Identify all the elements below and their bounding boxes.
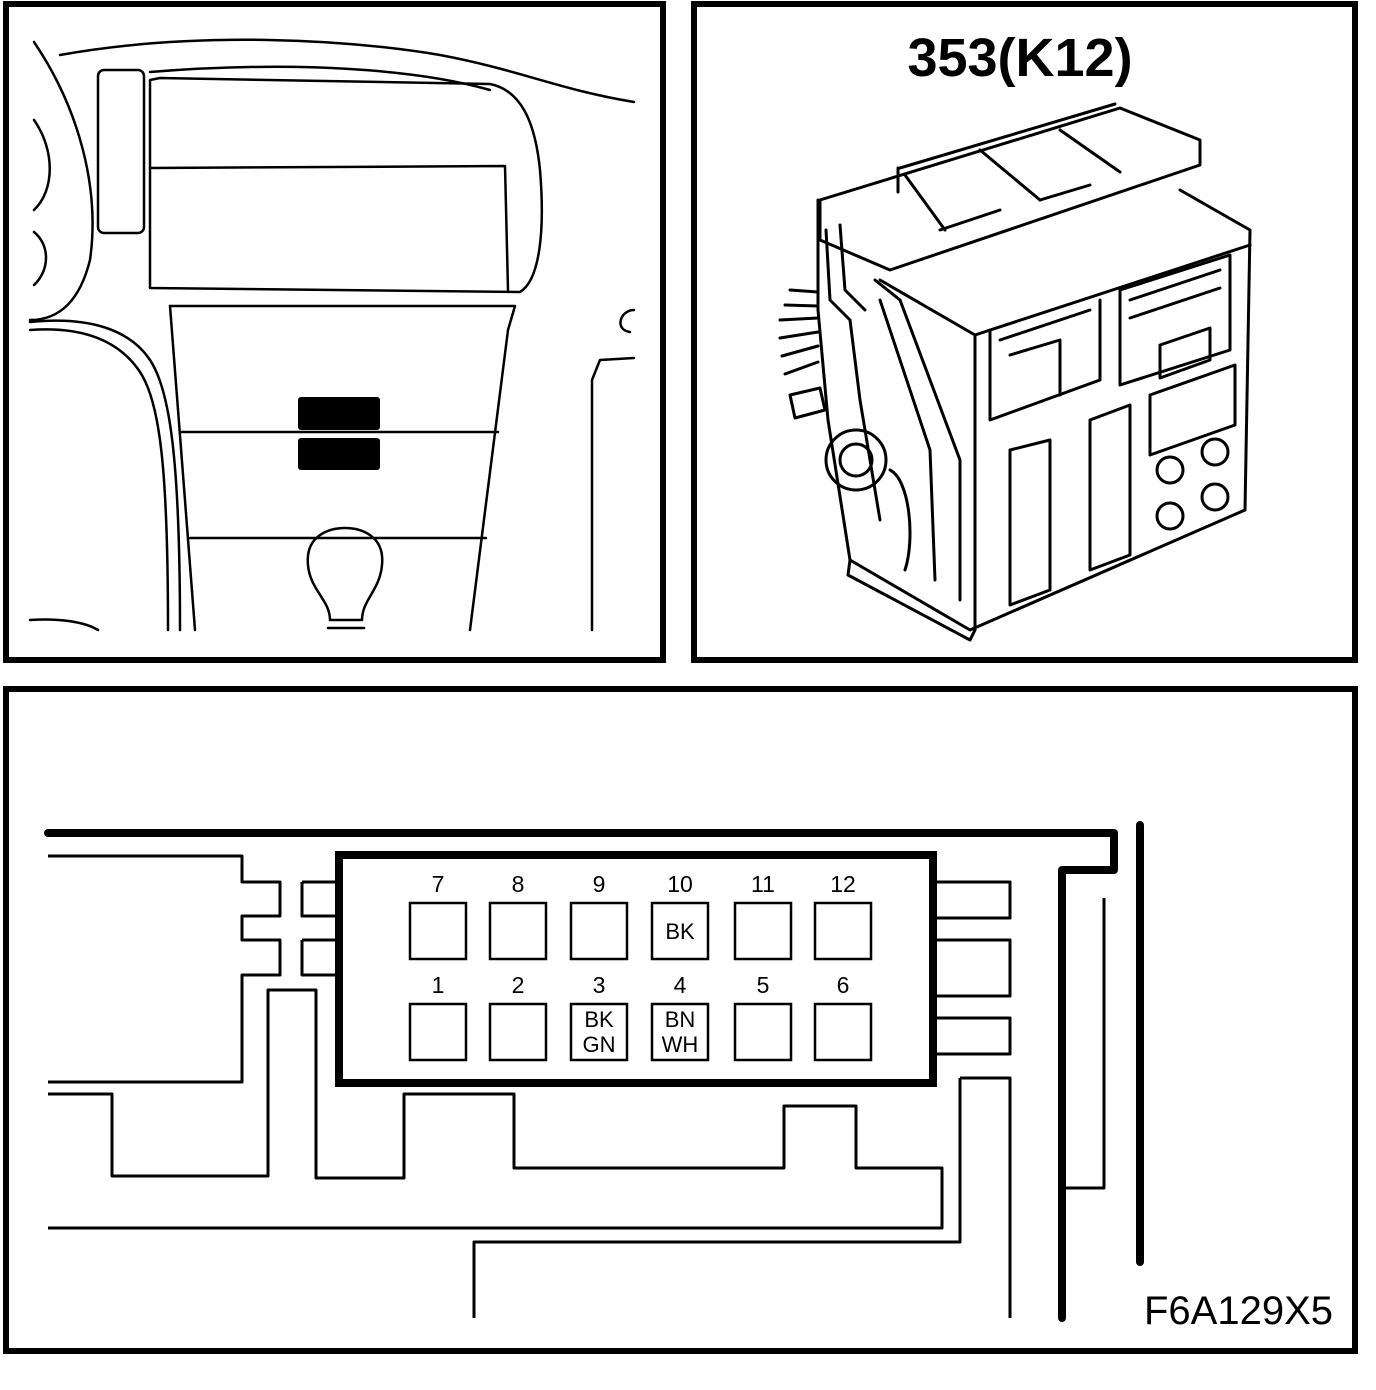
wire-color: WH <box>662 1032 699 1057</box>
relay-location-marker <box>298 438 380 470</box>
pin-cavity <box>733 901 793 961</box>
connector-panel: 353(K12) <box>691 1 1358 663</box>
pin-cavity <box>569 901 629 961</box>
pin-cavity <box>813 901 873 961</box>
pin-number: 9 <box>593 871 606 897</box>
pin-number: 1 <box>432 972 445 998</box>
pin-cavity <box>488 901 548 961</box>
pin-cavity <box>488 1002 548 1062</box>
pin-number: 11 <box>751 871 775 897</box>
pin-cavity <box>569 1002 629 1062</box>
pin-cavity <box>408 1002 468 1062</box>
pin-cavity <box>650 1002 710 1062</box>
pin-number: 6 <box>837 972 850 998</box>
connector-title: 353(K12) <box>907 28 1132 88</box>
wire-color: BK <box>584 1007 614 1032</box>
pin-number: 2 <box>512 972 525 998</box>
figure-code: F6A129X5 <box>1144 1289 1333 1333</box>
wire-color: BK <box>665 919 695 944</box>
pin-cavity <box>408 901 468 961</box>
pin-number: 10 <box>667 871 693 897</box>
pin-number: 12 <box>830 871 856 897</box>
pin-number: 8 <box>512 871 525 897</box>
pin-cavity <box>733 1002 793 1062</box>
relay-location-marker <box>298 397 380 430</box>
pin-number: 5 <box>757 972 770 998</box>
location-panel <box>3 1 666 663</box>
pin-cavity <box>813 1002 873 1062</box>
pin-number: 7 <box>432 871 445 897</box>
wire-color: BN <box>665 1007 696 1032</box>
pin-number: 3 <box>593 972 606 998</box>
pin-number: 4 <box>674 972 687 998</box>
pin-cavity <box>650 901 710 961</box>
wire-color: GN <box>583 1032 616 1057</box>
